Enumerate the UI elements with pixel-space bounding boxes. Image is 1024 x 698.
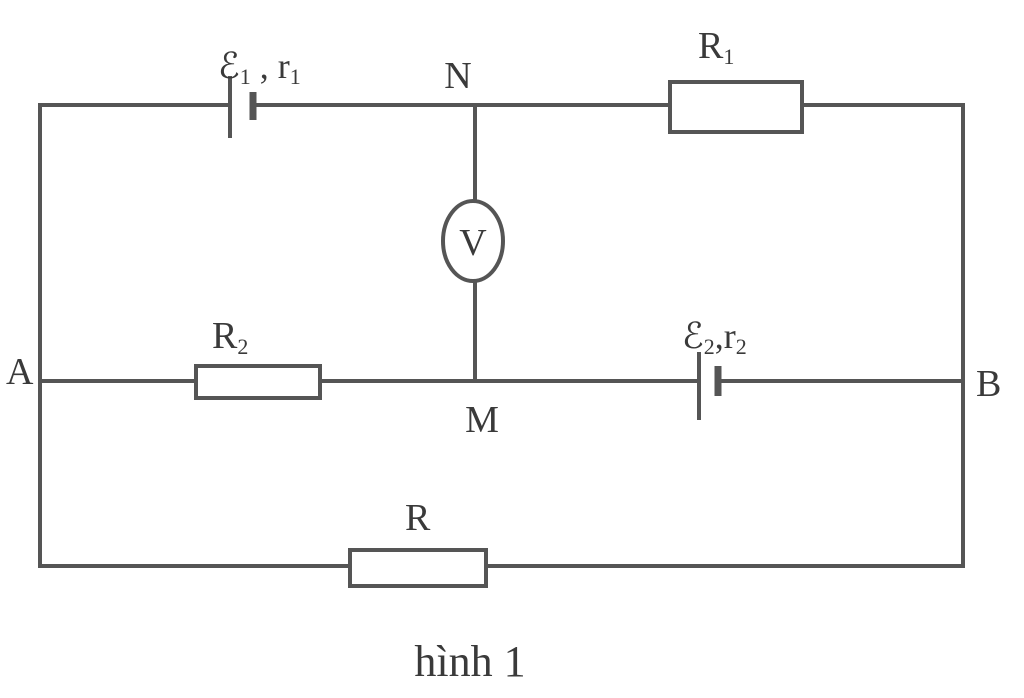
voltmeter-label: V: [459, 222, 487, 264]
node-label-b: B: [976, 363, 1001, 405]
label-r1: R1: [698, 25, 734, 69]
label-r: R: [405, 497, 431, 539]
voltmeter: [441, 199, 505, 283]
node-label-a: A: [6, 351, 34, 393]
node-label-n: N: [444, 55, 471, 97]
label-emf2: ℰ2,r2: [682, 316, 747, 359]
node-label-m: M: [465, 399, 499, 441]
figure-caption: hình 1: [414, 637, 525, 686]
label-emf1: ℰ1 , r1: [218, 46, 301, 89]
resistor-r2: [194, 364, 322, 400]
label-r2: R2: [212, 315, 248, 359]
resistor-r1: [668, 80, 804, 134]
resistor-r: [348, 548, 488, 588]
